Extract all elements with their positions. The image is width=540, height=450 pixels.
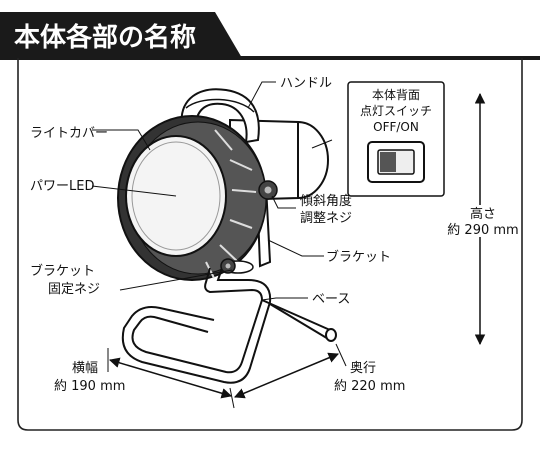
bracket-fixing-screw (220, 258, 254, 274)
label-switch-2: 点灯スイッチ (360, 104, 432, 118)
label-handle: ハンドル (280, 76, 332, 91)
width-value: 約 190 mm (54, 379, 125, 394)
label-base: ベース (312, 292, 350, 307)
label-tilt-screw-1: 傾斜角度 (300, 193, 352, 209)
height-value: 約 290 mm (447, 223, 518, 238)
power-switch-icon (367, 141, 425, 183)
label-power-led: パワーLED (30, 179, 94, 194)
depth-label: 奥行 (350, 361, 376, 376)
label-tilt-screw-2: 調整ネジ (300, 211, 352, 226)
label-bracket-screw-1: ブラケット (30, 263, 95, 279)
tilt-adjust-knob (258, 180, 278, 200)
outer-frame (17, 58, 523, 431)
label-bracket-screw-2: 固定ネジ (48, 282, 100, 297)
depth-dimension: 奥行 約 220 mm (234, 343, 405, 399)
work-light-illustration (117, 88, 337, 384)
width-label: 横幅 (72, 361, 98, 376)
width-dimension: 横幅 約 190 mm (54, 348, 235, 409)
depth-value: 約 220 mm (334, 379, 405, 394)
page-title: 本体各部の名称 (14, 22, 196, 53)
label-light-cover: ライトカバー (30, 126, 108, 141)
part-labels: ハンドル ライトカバー パワーLED 傾斜角度 調整ネジ ブラケット ブラケット… (30, 76, 391, 307)
base-tube (121, 267, 337, 384)
label-switch-1: 本体背面 (372, 88, 420, 102)
height-label: 高さ (470, 206, 496, 222)
height-dimension: 高さ 約 290 mm (447, 92, 519, 346)
title-banner: 本体各部の名称 (0, 12, 540, 60)
leader-lines (91, 81, 333, 301)
label-switch-3: OFF/ON (373, 120, 419, 134)
switch-callout: 本体背面 点灯スイッチ OFF/ON (347, 81, 445, 197)
label-bracket: ブラケット (326, 249, 391, 265)
